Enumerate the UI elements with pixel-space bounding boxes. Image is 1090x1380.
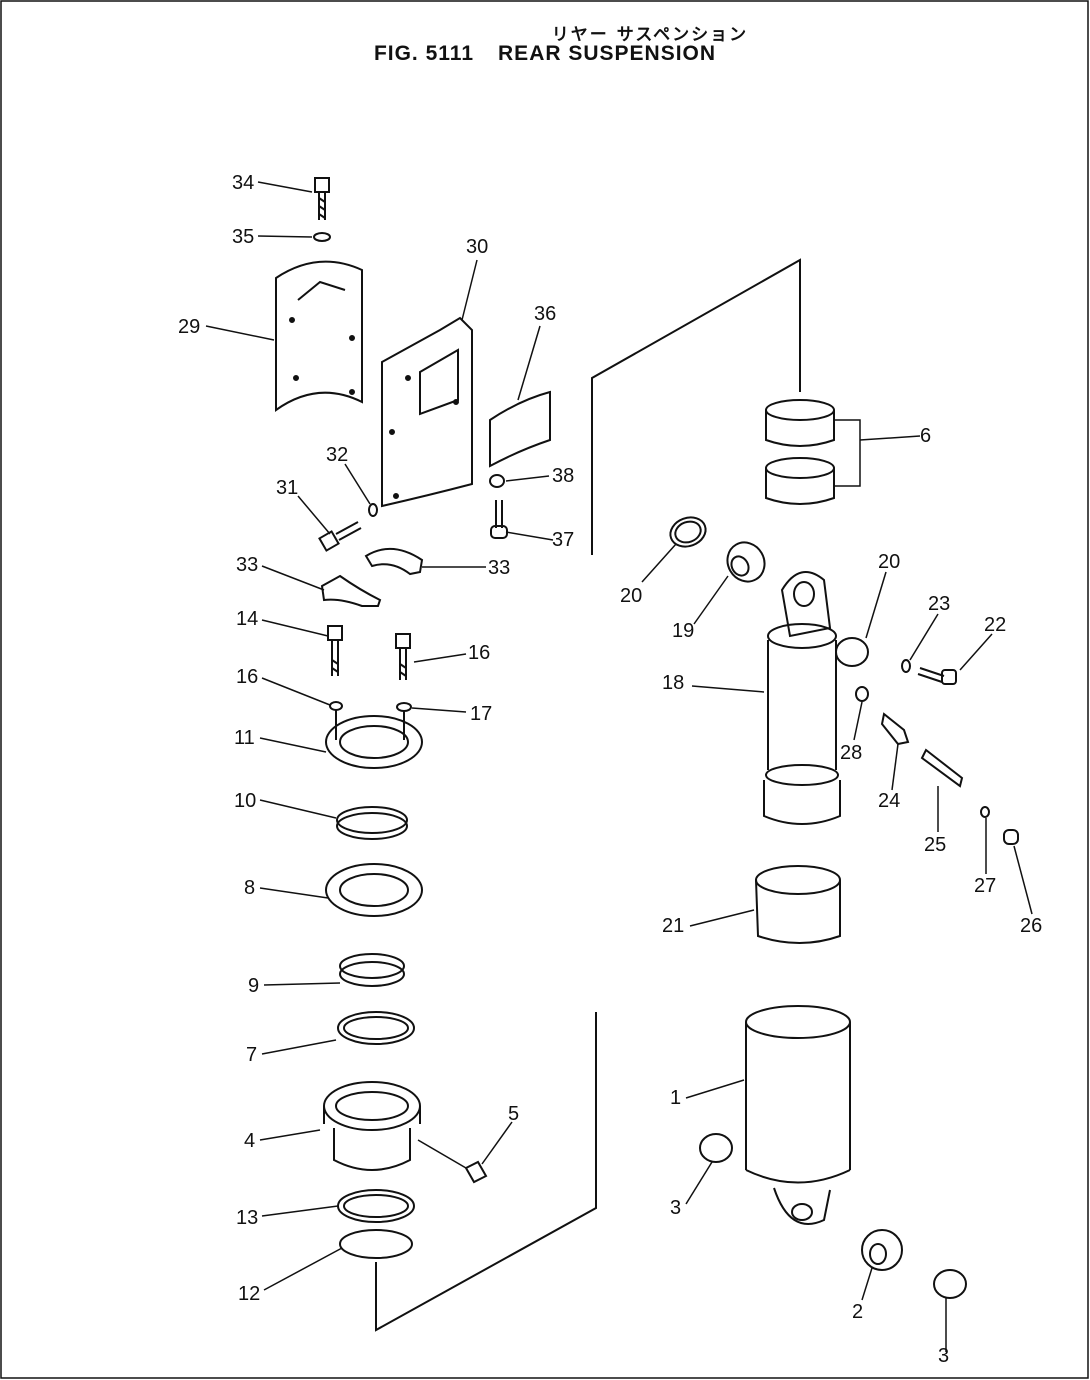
part-1-cylinder (745, 1005, 851, 1225)
part-34-bolt (314, 177, 330, 220)
part-14-bolt (327, 625, 343, 676)
part-24-fitting (880, 712, 910, 746)
callout-37: 37 (552, 529, 574, 551)
part-3-snap-ring-right (933, 1269, 967, 1299)
part-32-washer (368, 503, 378, 517)
assembly-bracket-upper (591, 258, 801, 555)
part-36-plate (489, 390, 551, 468)
callout-32: 32 (326, 444, 348, 466)
part-5-plug (464, 1160, 488, 1184)
figure-title: REAR SUSPENSION (498, 42, 717, 65)
callout-2: 2 (852, 1301, 863, 1323)
part-38-nut (489, 474, 505, 488)
leader-lines (205, 181, 1033, 1352)
part-37-bolt (490, 500, 508, 539)
callout-26: 26 (1020, 915, 1042, 937)
part-2-bushing (861, 1229, 903, 1271)
callout-20-right: 20 (878, 551, 900, 573)
callout-6: 6 (920, 425, 931, 447)
callout-22: 22 (984, 614, 1006, 636)
callout-5: 5 (508, 1103, 519, 1125)
figure-number: FIG. 5111 (373, 42, 475, 65)
callout-19: 19 (672, 620, 694, 642)
callout-20-left: 20 (620, 585, 642, 607)
part-20-snap-ring-left (669, 516, 707, 548)
callout-4: 4 (244, 1130, 255, 1152)
part-21-sleeve (755, 865, 841, 944)
part-31-bolt (318, 521, 362, 552)
part-19-bushing (726, 541, 766, 583)
part-27-oring (980, 806, 990, 818)
part-13-ring (337, 1189, 415, 1223)
part-17-washer (396, 702, 412, 712)
part-3-snap-ring-left (699, 1133, 733, 1163)
callout-11: 11 (234, 727, 255, 749)
callout-labels: 34 35 30 29 36 32 38 31 37 33 33 14 16 1… (178, 172, 1042, 1367)
callout-9: 9 (248, 975, 259, 997)
callout-17: 17 (470, 703, 492, 725)
callout-12: 12 (238, 1283, 260, 1305)
callout-24: 24 (878, 790, 900, 812)
part-7-seal (337, 1011, 415, 1045)
callout-3-right: 3 (938, 1345, 949, 1367)
callout-29: 29 (178, 316, 200, 338)
part-26-cap (1003, 829, 1019, 845)
callout-30: 30 (466, 236, 488, 258)
part-28-nut (855, 686, 869, 702)
assembly-bracket-lower (375, 1012, 597, 1332)
part-33-bracket-left (320, 574, 382, 607)
part-16-washer (329, 701, 343, 711)
callout-1: 1 (670, 1087, 681, 1109)
callout-21: 21 (662, 915, 684, 937)
part-12-ring (339, 1229, 413, 1259)
part-16-bolt (395, 633, 411, 680)
callout-38: 38 (552, 465, 574, 487)
callout-23: 23 (928, 593, 950, 615)
part-6-rings (765, 399, 835, 505)
part-11-flange (325, 715, 423, 769)
part-35-washer (313, 232, 331, 242)
part-29-cover (275, 260, 363, 412)
callout-3-left: 3 (670, 1197, 681, 1219)
callout-31: 31 (276, 477, 298, 499)
part-8-ring (325, 863, 423, 917)
callout-35: 35 (232, 226, 254, 248)
callout-7: 7 (246, 1044, 257, 1066)
callout-34: 34 (232, 172, 254, 194)
part-23-washer (901, 659, 911, 673)
part-10-ring (336, 806, 408, 840)
callout-25: 25 (924, 834, 946, 856)
callout-14: 14 (236, 608, 258, 630)
part-22-bolt (917, 667, 957, 685)
callout-18: 18 (662, 672, 684, 694)
callout-36: 36 (534, 303, 556, 325)
part-18-cylinder (763, 571, 841, 825)
part-9-ring (339, 953, 405, 987)
callout-33-left: 33 (236, 554, 258, 576)
callout-8: 8 (244, 877, 255, 899)
part-20-snap-ring-right (835, 637, 869, 667)
callout-10: 10 (234, 790, 256, 812)
part-4-housing (323, 1081, 421, 1171)
title-japanese: リヤー サスペンション (551, 25, 749, 45)
part-25-valve (920, 748, 964, 788)
callout-16-bolt: 16 (468, 642, 490, 664)
callout-27: 27 (974, 875, 996, 897)
part-30-cover (381, 316, 473, 508)
title-english: FIG. 5111 REAR SUSPENSION (0, 42, 1090, 66)
callout-13: 13 (236, 1207, 258, 1229)
callout-28: 28 (840, 742, 862, 764)
callout-16-washer: 16 (236, 666, 258, 688)
part-33-bracket-right (364, 548, 424, 576)
callout-33-right: 33 (488, 557, 510, 579)
